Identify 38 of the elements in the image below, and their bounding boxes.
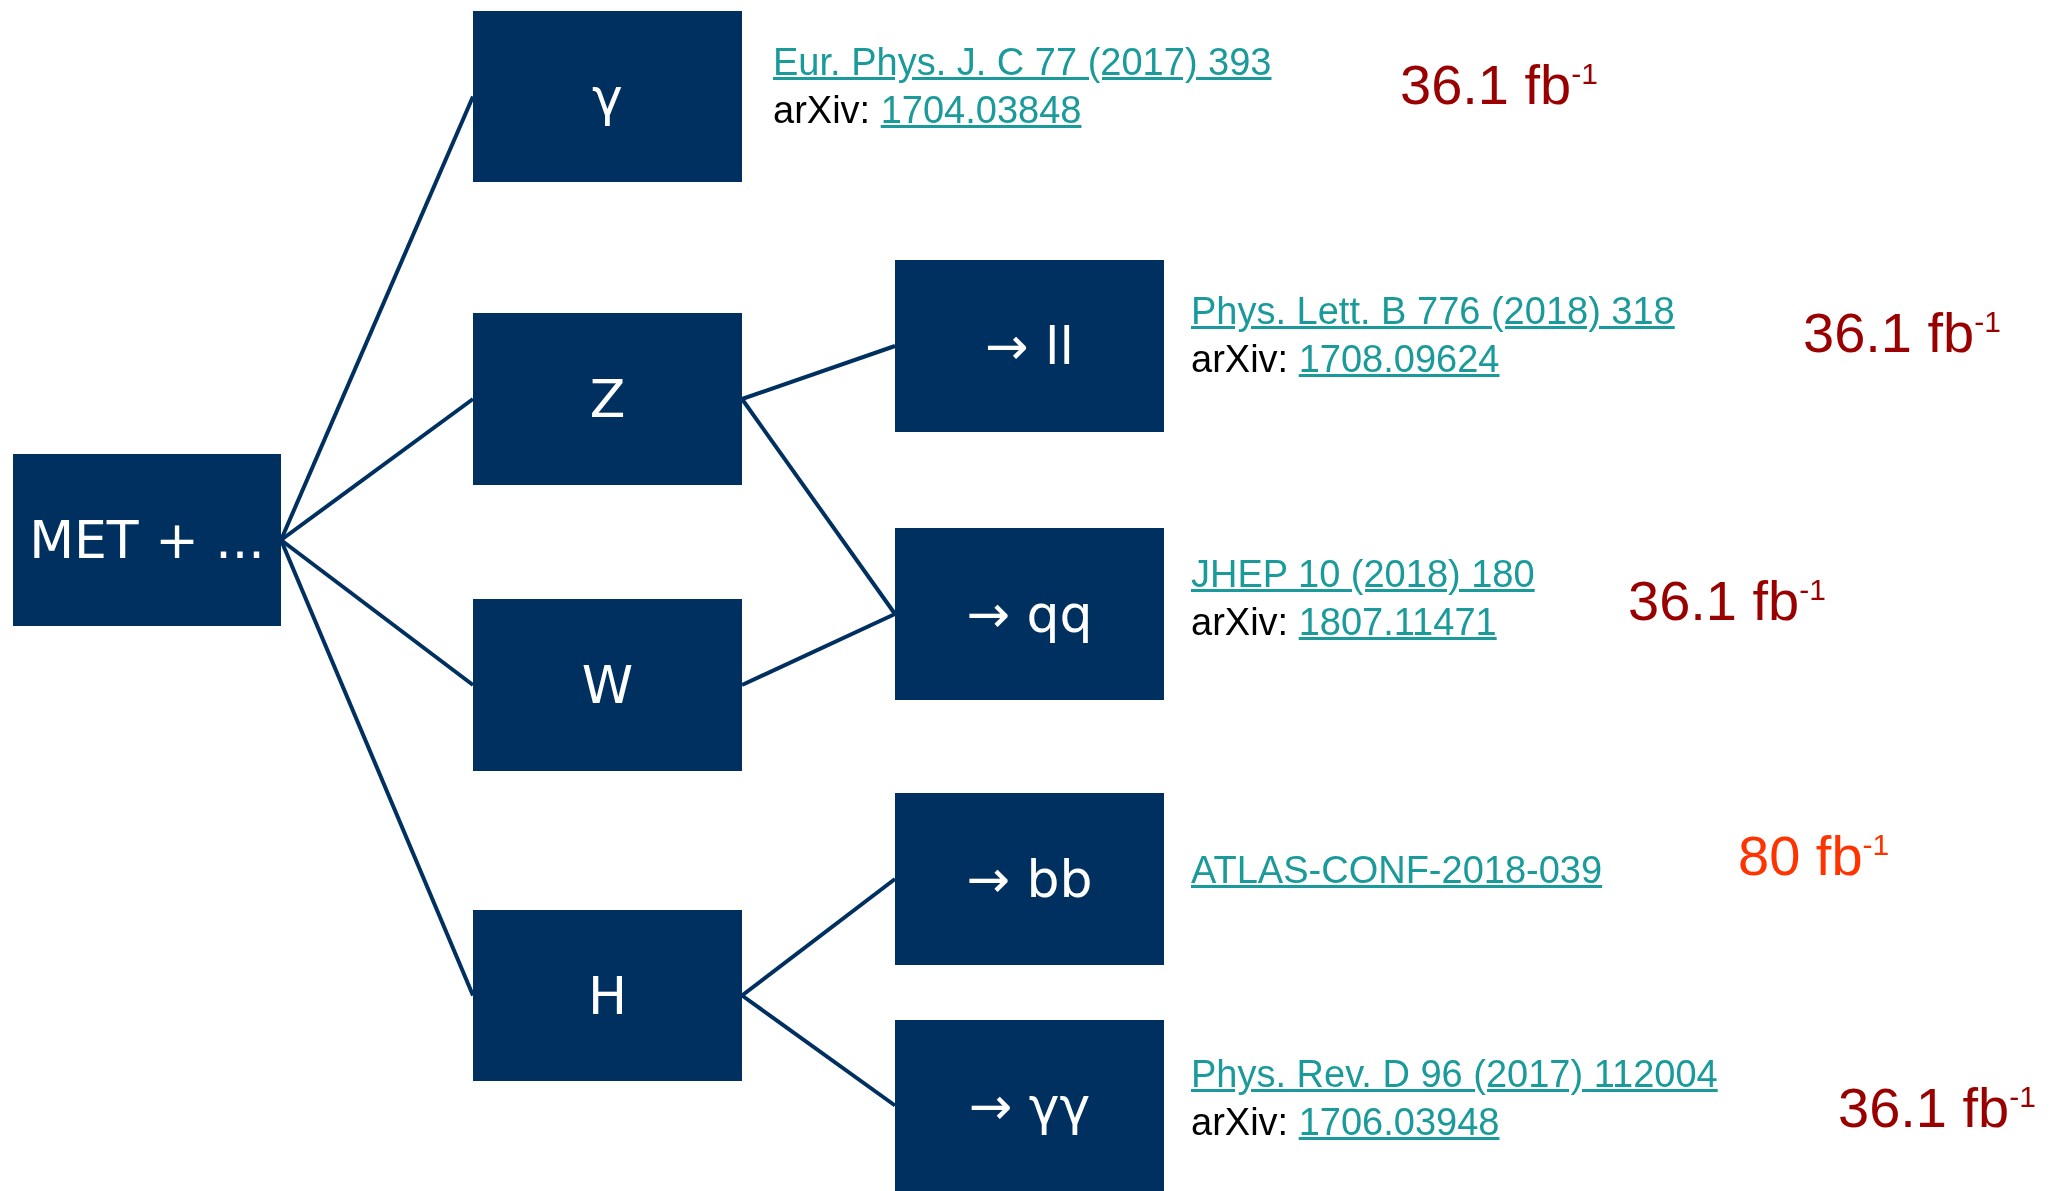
process-box: [13, 454, 281, 626]
box-label: → ll: [985, 316, 1074, 376]
box-label: → γγ: [968, 1075, 1091, 1136]
luminosity-label: 36.1 fb$^{-1}$: [1803, 300, 2001, 365]
luminosity-label: 36.1 fb$^{-1}$: [1400, 52, 1598, 117]
reference-link: JHEP 10 (2018) 180: [1191, 553, 1535, 595]
reference-prefix: arXiv:: [773, 89, 871, 131]
box-label: W: [581, 655, 634, 715]
box-label: → qq: [966, 584, 1093, 644]
reference-prefix: arXiv:: [1191, 601, 1289, 643]
reference-prefix: arXiv:: [1191, 1101, 1289, 1143]
box-label: → bb: [966, 849, 1093, 909]
process-box: [473, 11, 742, 182]
reference-link: Phys. Lett. B 776 (2018) 318: [1191, 290, 1675, 332]
process-box: [895, 260, 1164, 432]
box-label: γ: [592, 66, 623, 127]
box-label: Z: [589, 369, 626, 429]
luminosity-label: 80 fb$^{-1}$: [1738, 823, 1890, 888]
process-box: [473, 910, 742, 1081]
connector-line: [741, 344, 896, 401]
process-box: [473, 313, 742, 485]
process-box: [895, 1020, 1164, 1191]
reference-link: ATLAS-CONF-2018-039: [1191, 849, 1603, 891]
box-label: H: [587, 965, 628, 1026]
reference-link: Eur. Phys. J. C 77 (2017) 393: [773, 41, 1272, 83]
process-box: [473, 599, 742, 771]
luminosity-label: 36.1 fb$^{-1}$: [1838, 1075, 2036, 1140]
connector-line: [741, 612, 896, 687]
reference-link: 1708.09624: [1298, 338, 1500, 380]
reference-link: 1704.03848: [880, 89, 1082, 131]
process-box: [895, 528, 1164, 700]
box-label: MET + ...: [29, 510, 265, 570]
reference-link: 1706.03948: [1298, 1101, 1500, 1143]
process-box: [895, 793, 1164, 965]
reference-link: Phys. Rev. D 96 (2017) 112004: [1191, 1053, 1718, 1095]
luminosity-label: 36.1 fb$^{-1}$: [1628, 568, 1826, 633]
reference-prefix: arXiv:: [1191, 338, 1289, 380]
reference-link: 1807.11471: [1298, 601, 1497, 643]
